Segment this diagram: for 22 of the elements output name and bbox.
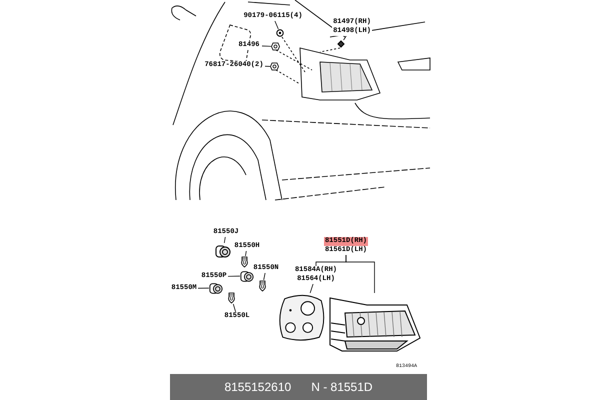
part-number: N - 81551D bbox=[311, 379, 373, 396]
leader-line bbox=[274, 20, 279, 30]
bulb-socket-drawing bbox=[240, 269, 254, 283]
leader-line bbox=[228, 276, 240, 277]
nut-drawing bbox=[271, 42, 280, 51]
bolt-drawing bbox=[276, 29, 284, 37]
leader-line bbox=[245, 250, 247, 256]
bulb-socket-drawing bbox=[209, 281, 223, 295]
leader-line bbox=[343, 36, 347, 40]
leader-line bbox=[310, 284, 314, 294]
bulb-drawing bbox=[227, 292, 236, 304]
nut-drawing bbox=[270, 62, 279, 71]
leader-line bbox=[232, 304, 236, 312]
leader-line bbox=[224, 236, 226, 244]
leader-line bbox=[262, 46, 272, 47]
leader-line bbox=[263, 272, 266, 280]
leader-line bbox=[346, 254, 375, 294]
part-number: 8155152610 bbox=[224, 379, 292, 396]
leader-line bbox=[198, 288, 210, 289]
bulb-drawing bbox=[240, 256, 249, 268]
bulb-drawing bbox=[258, 280, 267, 292]
bulb-socket-drawing bbox=[215, 243, 231, 259]
